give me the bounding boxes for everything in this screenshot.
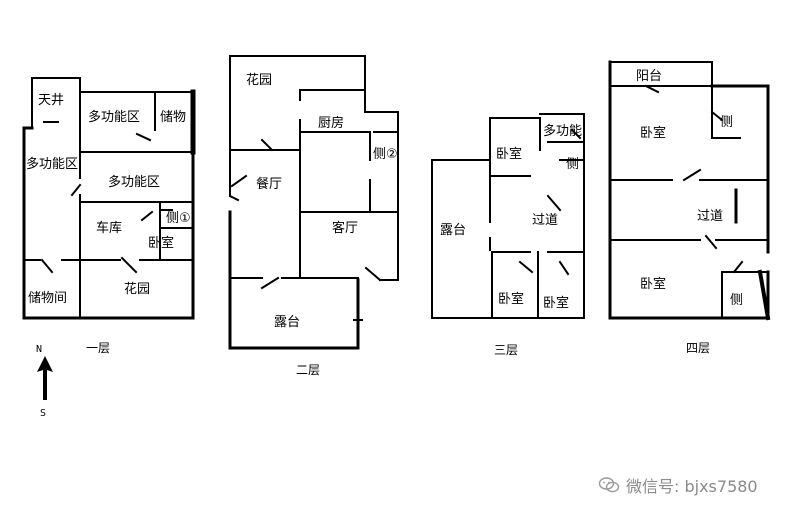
room-label-bedroom: 卧室 <box>148 235 174 251</box>
room-label-living: 客厅 <box>332 220 358 236</box>
room-label-storeroom: 储物间 <box>28 291 67 306</box>
floor-1-labels: 天井 多功能区 储物 多功能区 多功能区 车库 侧① 卧室 储物间 花园 一层 <box>26 93 191 355</box>
room-label-garden: 花园 <box>124 281 150 297</box>
room-label-toilet-4-top: 侧 <box>720 115 733 130</box>
room-label-toilet-2: 侧② <box>373 147 398 162</box>
floor-3-plan <box>431 113 585 319</box>
floor-4-labels: 阳台 卧室 侧 过道 卧室 侧 四层 <box>636 69 743 355</box>
floor-1-caption: 一层 <box>86 341 110 355</box>
room-label-dining: 餐厅 <box>256 176 282 192</box>
floor-2-labels: 花园 厨房 侧② 餐厅 客厅 露台 二层 <box>246 72 398 377</box>
room-label-multi-3: 多功能 <box>543 123 582 139</box>
floor-2-plan <box>228 55 399 350</box>
room-label-bedroom-3-br: 卧室 <box>543 295 569 311</box>
room-label-terrace-3: 露台 <box>440 223 466 238</box>
north-arrow-icon <box>37 356 53 400</box>
floor-1-plan <box>22 77 196 320</box>
compass-south-label: S <box>40 408 46 419</box>
room-label-bedroom-4-bottom: 卧室 <box>640 276 666 292</box>
floor-3-labels: 卧室 多功能 侧 露台 过道 卧室 卧室 三层 <box>440 123 582 357</box>
room-label-bedroom-4-top: 卧室 <box>640 125 666 141</box>
room-label-toilet-4-bottom: 侧 <box>730 293 743 308</box>
room-label-toilet-1: 侧① <box>166 211 191 226</box>
room-label-terrace-2: 露台 <box>274 315 300 330</box>
watermark-text: 微信号: bjxs7580 <box>626 477 758 496</box>
compass-north-label: N <box>36 344 42 355</box>
room-label-corridor-3: 过道 <box>532 213 558 228</box>
compass: N S <box>36 344 53 419</box>
room-label-kitchen: 厨房 <box>318 115 344 131</box>
room-label-balcony: 阳台 <box>636 69 662 84</box>
watermark: 微信号: bjxs7580 <box>598 474 788 496</box>
room-label-tianjing: 天井 <box>38 93 64 108</box>
floor-4-plan <box>608 60 771 321</box>
room-label-garden-2: 花园 <box>246 72 272 88</box>
room-label-multi-top: 多功能区 <box>88 109 140 125</box>
room-label-toilet-3: 侧 <box>566 157 579 172</box>
room-label-corridor-4: 过道 <box>697 209 723 224</box>
floor-2-caption: 二层 <box>296 363 320 377</box>
wechat-icon <box>598 477 620 493</box>
floor-3-caption: 三层 <box>494 343 518 357</box>
room-label-storage: 储物 <box>160 110 186 125</box>
room-label-multi-center: 多功能区 <box>108 174 160 190</box>
room-label-garage: 车库 <box>96 220 122 236</box>
room-label-bedroom-3-top: 卧室 <box>496 146 522 162</box>
room-label-bedroom-3-bl: 卧室 <box>498 291 524 307</box>
floor-4-caption: 四层 <box>686 341 710 355</box>
room-label-multi-left: 多功能区 <box>26 156 78 172</box>
